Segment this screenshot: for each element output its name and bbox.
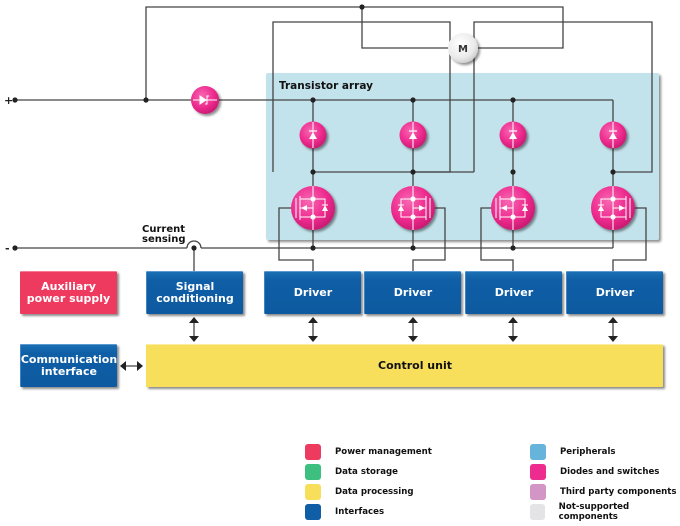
- freewheel-diode: [499, 121, 527, 149]
- mosfet-switch: [391, 186, 435, 230]
- comm-line2: interface: [41, 365, 97, 378]
- legend-item-data-processing: Data processing: [305, 484, 414, 500]
- legend-label: Peripherals: [560, 447, 616, 457]
- legend-swatch: [530, 464, 546, 480]
- legend-swatch: [530, 484, 546, 500]
- motor: [448, 33, 478, 63]
- legend-swatch: [530, 504, 545, 520]
- mosfet-switch: [591, 186, 635, 230]
- legend-swatch: [530, 444, 546, 460]
- control-unit-label: Control unit: [378, 359, 452, 372]
- legend-label: Data storage: [335, 467, 398, 477]
- current-sensing-label: Current sensing: [142, 224, 189, 245]
- freewheel-diode: [399, 121, 427, 149]
- legend-label: Not-supported components: [558, 502, 630, 522]
- sig-line2: conditioning: [156, 292, 234, 305]
- legend-item-third-party: Third party components: [530, 484, 677, 500]
- legend-swatch: [305, 444, 321, 460]
- driver-block-4[interactable]: Driver: [566, 271, 663, 314]
- legend-item-diodes-switches: Diodes and switches: [530, 464, 659, 480]
- protection-diode-icon: [193, 95, 217, 105]
- legend-swatch: [305, 464, 321, 480]
- legend-swatch: [305, 504, 321, 520]
- bidirectional-arrows: [120, 317, 618, 371]
- switches-group: [291, 121, 635, 230]
- legend-swatch: [305, 484, 321, 500]
- legend-item-power-management: Power management: [305, 444, 432, 460]
- legend-item-peripherals: Peripherals: [530, 444, 616, 460]
- driver-block-2[interactable]: Driver: [364, 271, 461, 314]
- sig-line1: Signal: [175, 280, 215, 293]
- driver-label: Driver: [595, 286, 635, 299]
- motor-label: M: [458, 44, 468, 55]
- legend-item-data-storage: Data storage: [305, 464, 398, 480]
- control-unit-block[interactable]: Control unit: [146, 344, 663, 387]
- driver-block-3[interactable]: Driver: [465, 271, 562, 314]
- legend-label: Diodes and switches: [560, 467, 660, 477]
- mosfet-switch: [291, 186, 335, 230]
- mosfet-switch: [491, 186, 535, 230]
- aux-line2: power supply: [26, 292, 111, 305]
- junction-dots: [12, 4, 616, 251]
- legend-label: Power management: [335, 447, 432, 457]
- positive-terminal-label: +: [4, 94, 13, 107]
- legend-item-interfaces: Interfaces: [305, 504, 384, 520]
- negative-terminal-label: -: [5, 242, 10, 255]
- legend-label: Interfaces: [335, 507, 385, 517]
- transistor-array-panel: [266, 73, 659, 240]
- aux-line1: Auxiliary: [41, 280, 96, 293]
- legend-item-not-supported: Not-supported components: [530, 502, 680, 522]
- driver-label: Driver: [293, 286, 333, 299]
- driver-label: Driver: [393, 286, 433, 299]
- freewheel-diode: [599, 121, 627, 149]
- transistor-array-title: Transistor array: [279, 80, 373, 92]
- driver-block-1[interactable]: Driver: [264, 271, 361, 314]
- driver-label: Driver: [494, 286, 534, 299]
- legend-label: Third party components: [560, 487, 677, 497]
- legend-label: Data processing: [335, 487, 414, 497]
- freewheel-diode: [299, 121, 327, 149]
- comm-line1: Communication: [20, 353, 118, 366]
